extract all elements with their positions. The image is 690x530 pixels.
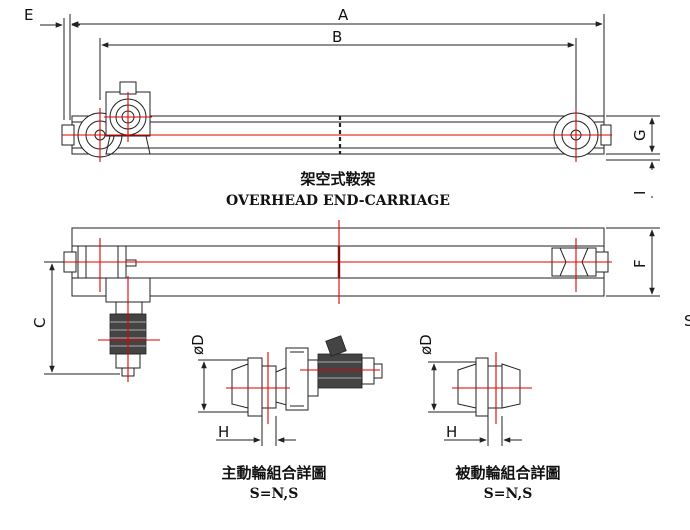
idler-wheel-title: 被動輪組合詳圖 <box>455 464 560 482</box>
idler-h-label: H <box>446 423 457 441</box>
main-title-cn: 架空式鞍架 <box>299 170 375 188</box>
elevation-view: A B E <box>24 6 660 198</box>
dimension-e-label: E <box>24 6 33 24</box>
idler-wheel-subtitle: S=N,S <box>484 486 533 502</box>
dimension-c-label: C <box>31 318 49 328</box>
dimension-a-label: A <box>338 6 349 24</box>
idler-wheel-detail: øD H <box>417 334 532 446</box>
edge-s-label: S <box>684 312 690 330</box>
drive-wheel-detail: øD H <box>189 334 383 446</box>
dimension-f-label: F <box>631 259 649 268</box>
dimension-b-label: B <box>332 28 342 46</box>
drive-diameter-label: øD <box>189 334 207 355</box>
dimension-g-label: G <box>631 129 649 141</box>
drive-h-label: H <box>218 423 229 441</box>
idler-diameter-label: øD <box>417 334 435 355</box>
drive-wheel-motor <box>317 353 363 389</box>
drive-wheel-subtitle: S=N,S <box>250 486 299 502</box>
main-title-en: OVERHEAD END-CARRIAGE <box>226 193 450 209</box>
dimension-i-label: I <box>631 191 649 195</box>
drive-wheel-gearbox <box>285 347 309 411</box>
plan-view: C F <box>31 220 660 382</box>
drive-wheel-title: 主動輪組合詳圖 <box>221 464 326 482</box>
